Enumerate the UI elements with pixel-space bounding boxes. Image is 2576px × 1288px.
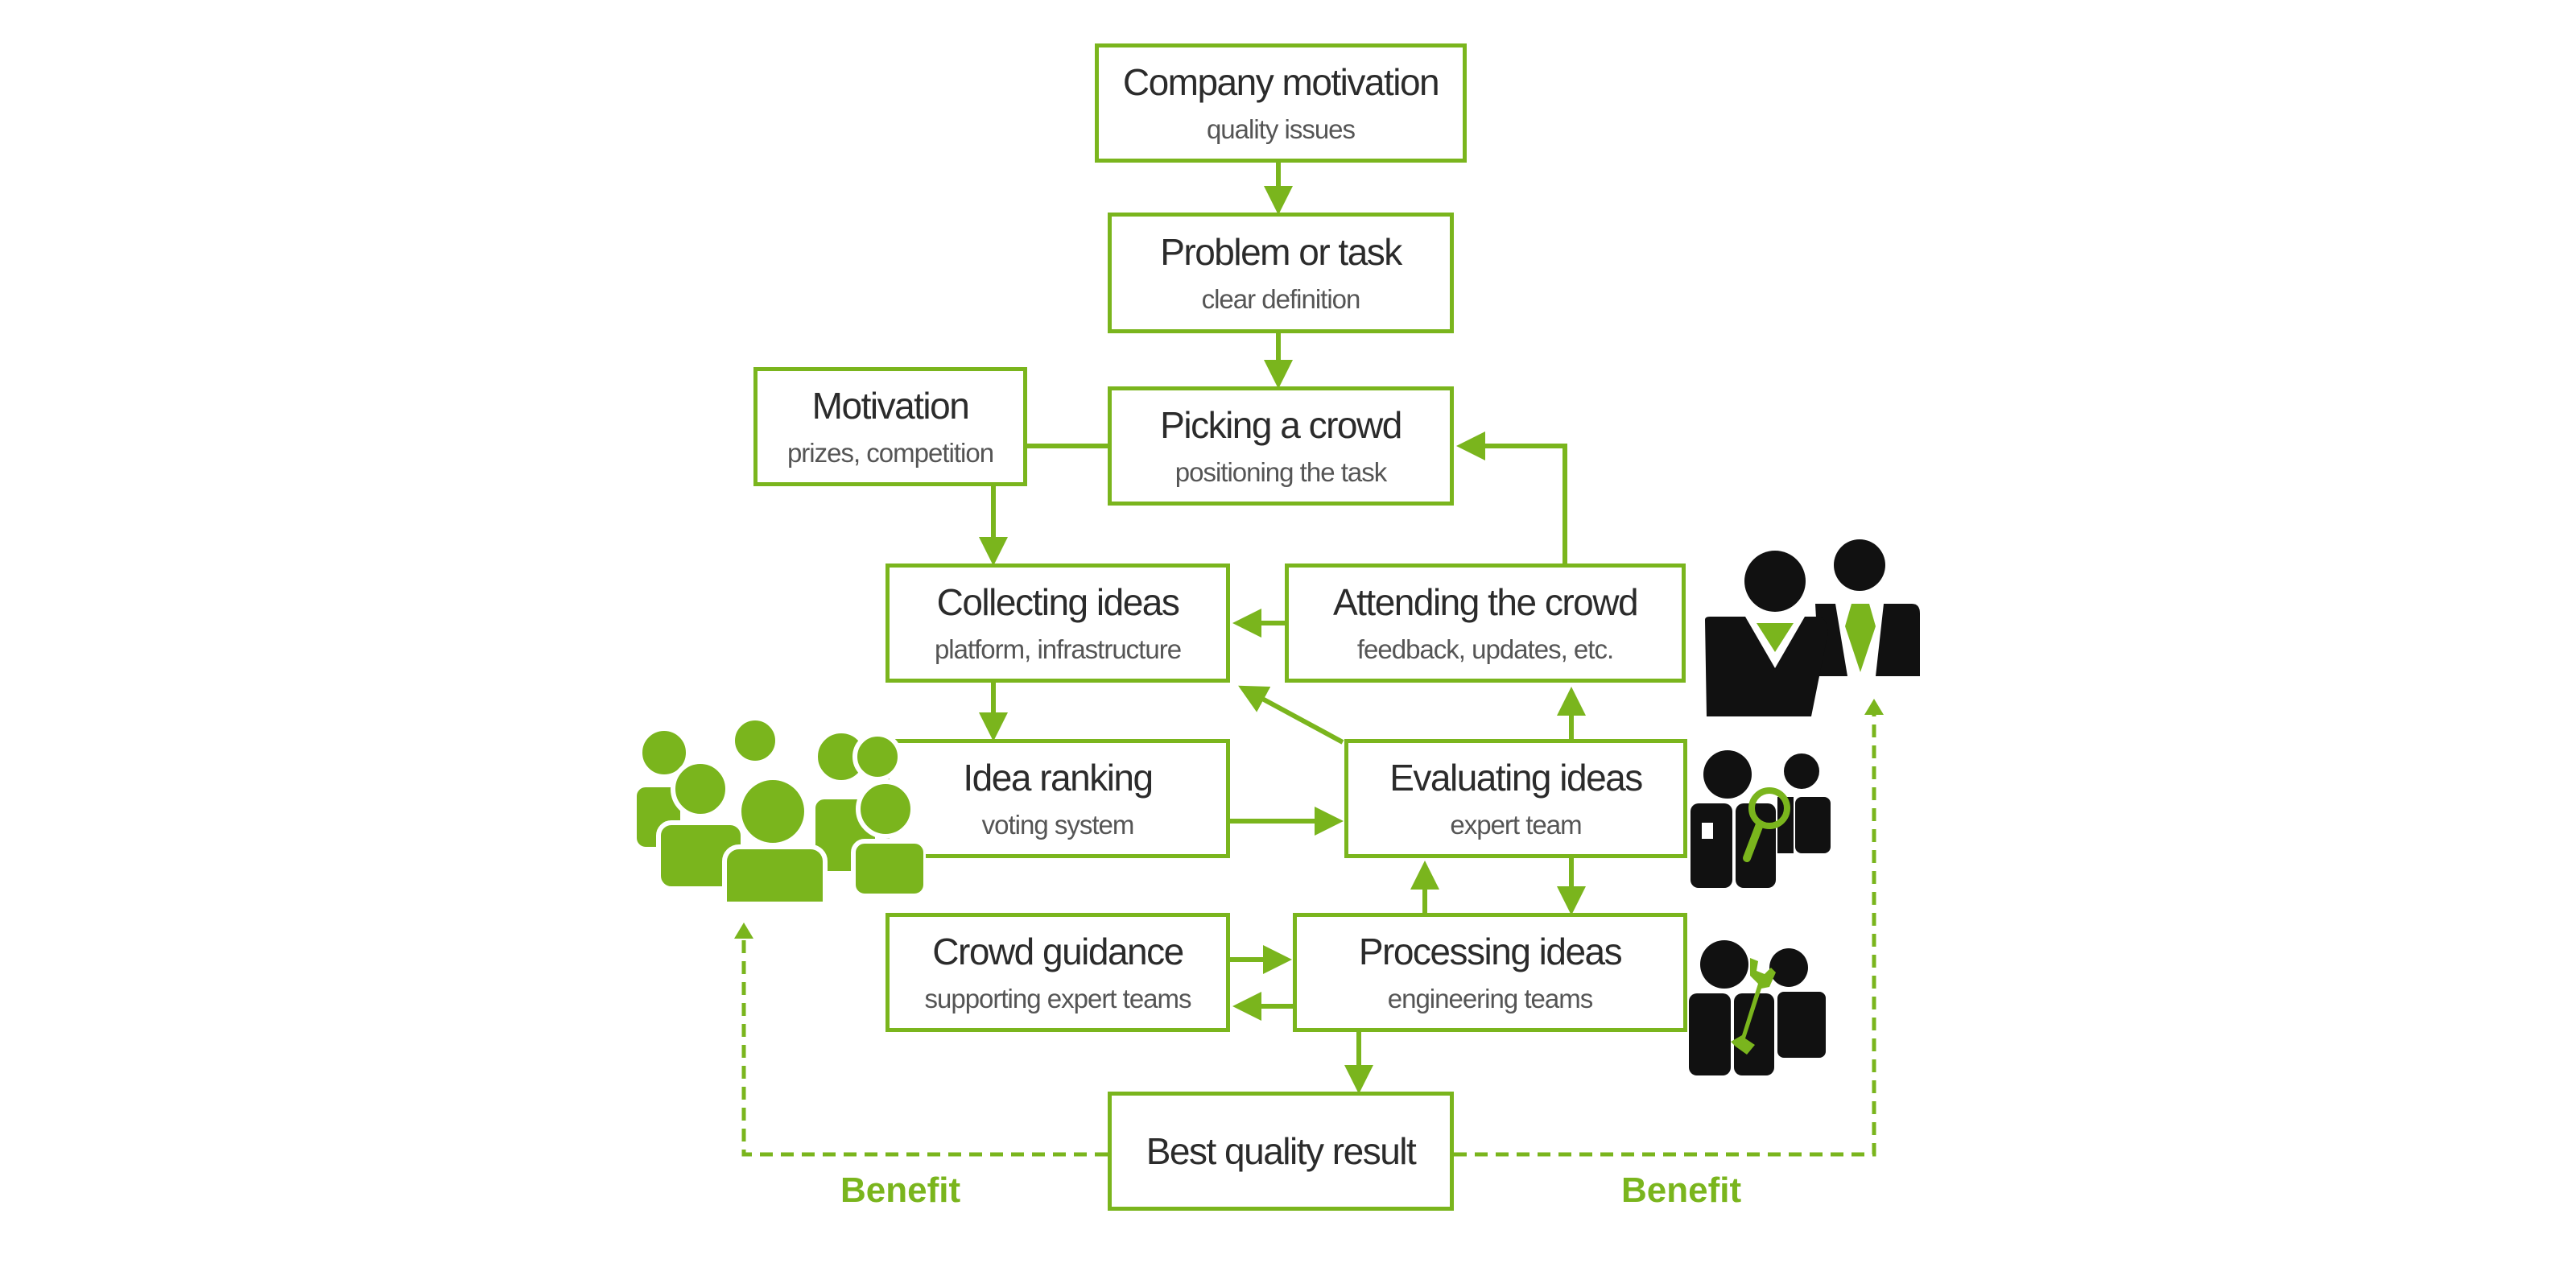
benefit-dashed-left	[741, 935, 1108, 1157]
box-title: Evaluating ideas	[1389, 756, 1643, 799]
box-problem-or-task: Problem or task clear definition	[1108, 213, 1454, 333]
box-title: Best quality result	[1146, 1129, 1417, 1172]
box-title: Problem or task	[1160, 230, 1402, 273]
benefit-dashed-right	[1454, 712, 1876, 1157]
box-idea-ranking: Idea ranking voting system	[886, 739, 1230, 858]
engineering-team-wrench-icon	[1689, 940, 1826, 1075]
box-title: Crowd guidance	[932, 930, 1184, 972]
benefit-arrowhead-left	[734, 923, 753, 939]
box-title: Collecting ideas	[936, 580, 1180, 623]
benefit-label-left: Benefit	[840, 1170, 961, 1210]
box-company-motivation: Company motivation quality issues	[1095, 43, 1467, 163]
box-title: Picking a crowd	[1160, 403, 1402, 446]
box-subtitle: supporting expert teams	[924, 984, 1191, 1014]
business-people-icon	[1705, 539, 1920, 716]
box-subtitle: engineering teams	[1387, 984, 1594, 1014]
crowd-icon	[632, 716, 926, 902]
box-crowd-guidance: Crowd guidance supporting expert teams	[886, 913, 1230, 1032]
box-collecting-ideas: Collecting ideas platform, infrastructur…	[886, 564, 1230, 683]
box-subtitle: feedback, updates, etc.	[1356, 634, 1614, 665]
arrow-evaluating-to-collecting	[1238, 685, 1344, 745]
box-title: Company motivation	[1122, 60, 1440, 103]
box-processing-ideas: Processing ideas engineering teams	[1293, 913, 1687, 1032]
box-picking-crowd: Picking a crowd positioning the task	[1108, 386, 1454, 506]
box-subtitle: expert team	[1450, 810, 1582, 840]
box-subtitle: quality issues	[1206, 114, 1356, 145]
box-attending-crowd: Attending the crowd feedback, updates, e…	[1285, 564, 1686, 683]
box-subtitle: clear definition	[1201, 284, 1361, 315]
box-best-quality-result: Best quality result	[1108, 1092, 1454, 1211]
box-title: Attending the crowd	[1332, 580, 1639, 623]
box-subtitle: voting system	[981, 810, 1135, 840]
box-subtitle: prizes, competition	[786, 438, 994, 469]
box-subtitle: platform, infrastructure	[934, 634, 1182, 665]
arrow-attending-to-picking	[1456, 431, 1567, 564]
box-evaluating-ideas: Evaluating ideas expert team	[1344, 739, 1687, 858]
box-title: Processing ideas	[1358, 930, 1623, 972]
box-title: Idea ranking	[963, 756, 1154, 799]
box-motivation: Motivation prizes, competition	[753, 367, 1027, 486]
box-subtitle: positioning the task	[1174, 457, 1388, 488]
benefit-label-right: Benefit	[1621, 1170, 1742, 1210]
box-title: Motivation	[811, 384, 970, 427]
expert-team-magnifier-icon	[1690, 750, 1831, 888]
benefit-arrowhead-right	[1864, 699, 1884, 715]
